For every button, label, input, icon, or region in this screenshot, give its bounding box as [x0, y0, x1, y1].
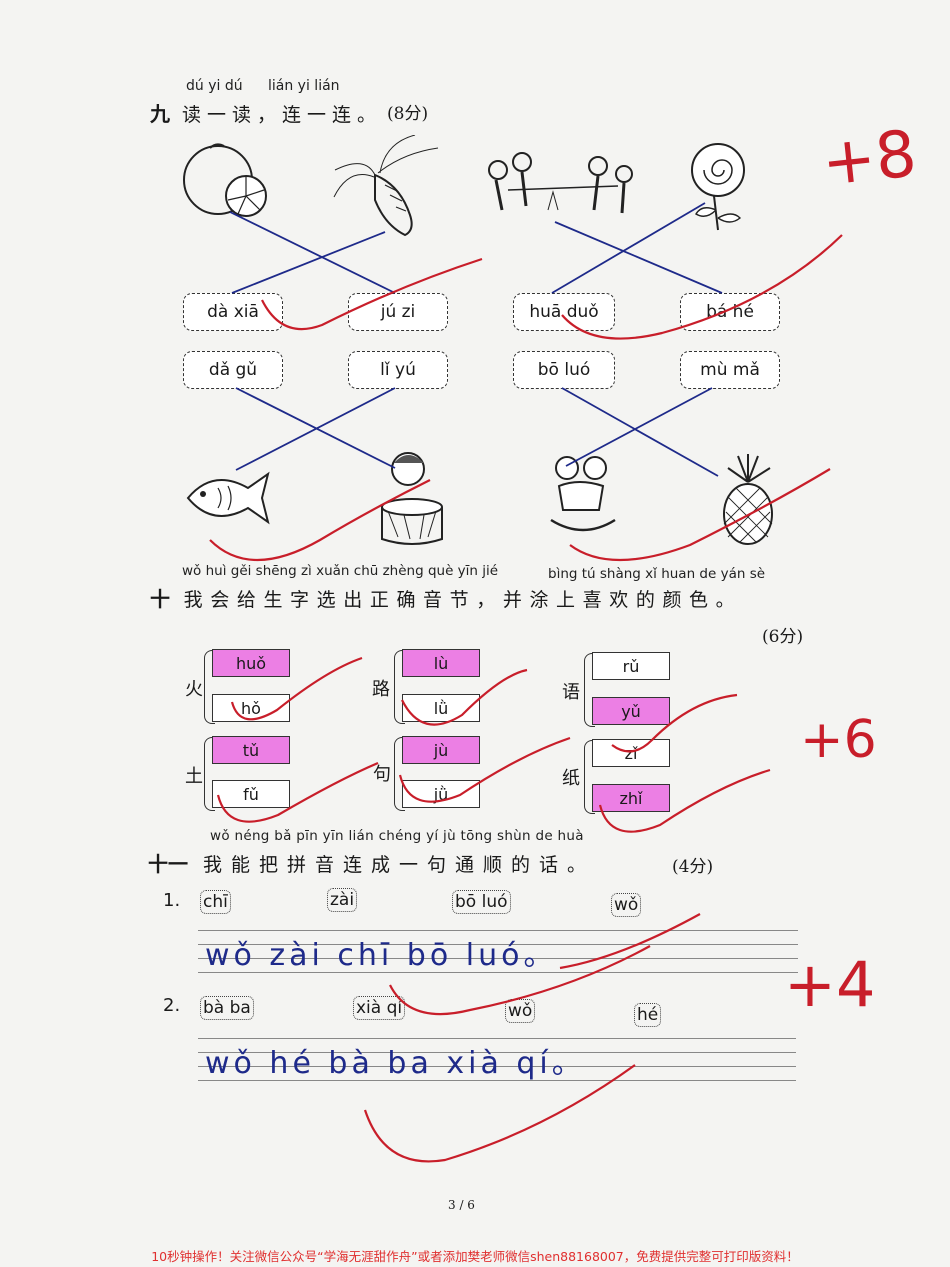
footer-promo: 10秒钟操作！关注微信公众号“学海无涯甜作舟”或者添加樊老师微信shen8816… [151, 1249, 799, 1264]
flower-icon [691, 143, 745, 231]
pinyin-card-bahe[interactable]: bá hé [680, 293, 780, 331]
choice-tu-wrong[interactable]: fǔ [212, 780, 290, 808]
writing-line [198, 972, 798, 973]
connection-lines [229, 202, 723, 477]
char-lu: 路 [372, 679, 390, 700]
grade-section-9: +8 [818, 117, 920, 201]
section-10-heading: 十 我会给生字选出正确音节，并涂上喜欢的颜色。 [150, 583, 742, 612]
grade-section-10: +6 [800, 710, 877, 770]
pinyin-card-huaduo[interactable]: huā duǒ [513, 293, 615, 331]
choice-yu-correct[interactable]: yǔ [592, 697, 670, 725]
choice-yu-wrong[interactable]: rǔ [592, 652, 670, 680]
red-check-marks [209, 234, 843, 1163]
writing-line [198, 958, 798, 959]
word-tag: hé [634, 1003, 662, 1027]
section-11-score: (4分) [672, 857, 714, 877]
char-ju: 句 [373, 764, 391, 785]
pinyin-card-dagu[interactable]: dǎ gǔ [183, 351, 283, 389]
rocking-horse-icon [550, 456, 616, 532]
pinyin-hint-5: wǒ néng bǎ pīn yīn lián chéng yí jù tōng… [210, 828, 584, 844]
pinyin-hint-2: lián yi lián [268, 78, 340, 94]
pinyin-card-muma[interactable]: mù mǎ [680, 351, 780, 389]
writing-line [198, 1038, 796, 1039]
question-2-label: 2. [163, 995, 181, 1016]
word-tag: bō luó [452, 890, 511, 914]
tug-of-war-icon [488, 152, 633, 214]
section-11-number: 十一 [148, 852, 188, 876]
pinyin-card-liyu[interactable]: lǐ yú [348, 351, 448, 389]
choice-zhi-correct[interactable]: zhǐ [592, 784, 670, 812]
pinyin-card-juzi[interactable]: jú zi [348, 293, 448, 331]
char-yu: 语 [562, 682, 580, 703]
writing-line [198, 944, 798, 945]
question-1-label: 1. [163, 890, 181, 911]
choice-ju-correct[interactable]: jù [402, 736, 480, 764]
writing-line [198, 930, 798, 931]
char-huo: 火 [185, 679, 203, 700]
drum-boy-icon [381, 452, 443, 545]
word-tag: xià qí [353, 996, 406, 1020]
writing-line [198, 1066, 796, 1067]
writing-line [198, 1052, 796, 1053]
section-10-score: (6分) [762, 627, 804, 647]
choice-lu-correct[interactable]: lù [402, 649, 480, 677]
brace [204, 650, 215, 724]
char-tu: 土 [185, 766, 203, 787]
section-9-title: 读一读，连一连。 [182, 104, 383, 126]
brace [584, 740, 595, 814]
choice-zhi-wrong[interactable]: zǐ [592, 739, 670, 767]
pinyin-card-daxia[interactable]: dà xiā [183, 293, 283, 331]
word-tag: zài [327, 888, 358, 912]
section-10-title: 我会给生字选出正确音节，并涂上喜欢的颜色。 [183, 589, 743, 611]
word-tag: chī [200, 890, 231, 914]
brace [584, 653, 595, 727]
pinyin-hint-1: dú yi dú [186, 78, 243, 94]
brace [394, 650, 405, 724]
answer-2-handwriting: wǒ hé bà ba xià qí。 [205, 1046, 586, 1081]
choice-ju-wrong[interactable]: jǜ [402, 780, 480, 808]
pinyin-hint-4: bìng tú shàng xǐ huan de yán sè [548, 566, 766, 582]
grade-section-11: +4 [784, 948, 876, 1021]
section-10-number: 十 [150, 587, 170, 611]
brace [204, 737, 215, 811]
pinyin-hint-3: wǒ huì gěi shēng zì xuǎn chū zhèng què y… [182, 563, 499, 579]
section-9-heading: 九 读一读，连一连。 [150, 98, 382, 127]
word-tag: bà ba [200, 996, 254, 1020]
choice-tu-correct[interactable]: tǔ [212, 736, 290, 764]
char-zhi: 纸 [562, 768, 580, 789]
orange-icon [183, 143, 267, 217]
section-9-score: (8分) [387, 104, 429, 124]
choice-huo-wrong[interactable]: hǒ [212, 694, 290, 722]
fish-icon [186, 471, 270, 525]
section-11-title: 我能把拼音连成一句通顺的话。 [203, 854, 596, 876]
word-tag: wǒ [611, 893, 642, 917]
section-11-heading: 十一 我能把拼音连成一句通顺的话。 [148, 848, 595, 877]
writing-line [198, 1080, 796, 1081]
choice-huo-correct[interactable]: huǒ [212, 649, 290, 677]
brace [394, 737, 405, 811]
shrimp-icon [333, 135, 439, 237]
word-tag: wǒ [505, 999, 536, 1023]
section-9-number: 九 [150, 102, 170, 126]
page-number: 3 / 6 [448, 1198, 475, 1212]
answer-1-handwriting: wǒ zài chī bō luó。 [205, 938, 558, 973]
choice-lu-wrong[interactable]: lǜ [402, 694, 480, 722]
